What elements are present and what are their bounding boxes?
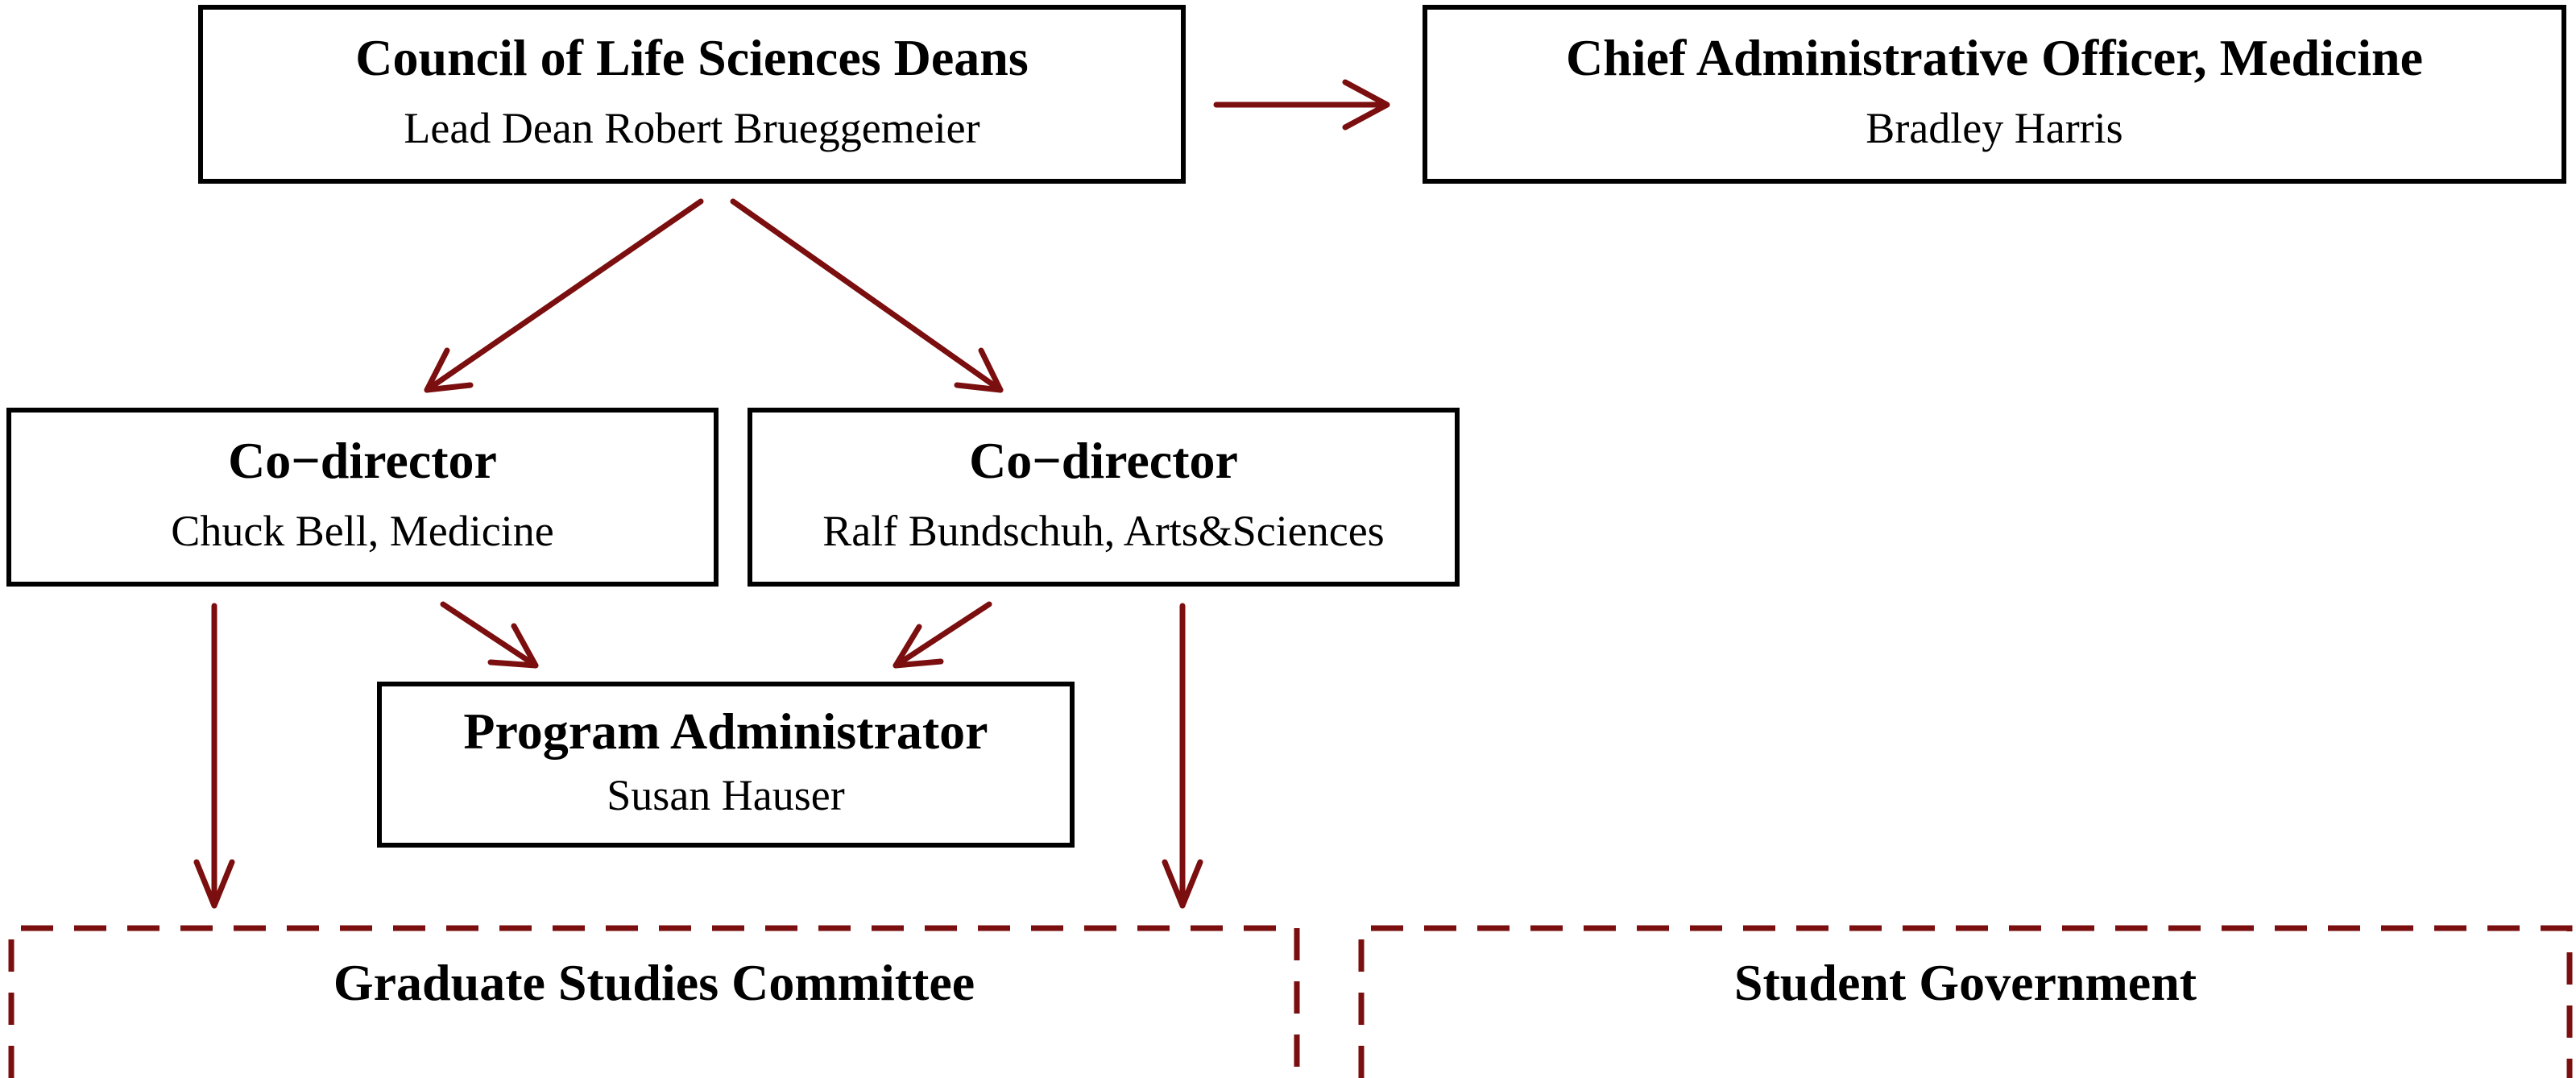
arrow-council-to-codirector-arts — [730, 198, 1004, 393]
cao-subtitle: Bradley Harris — [1866, 104, 2123, 152]
student-government-box: Student Government — [1361, 928, 2570, 1078]
arrow-codirector-arts-to-program-admin — [892, 601, 992, 669]
cao-box: Chief Administrative Officer, Medicine B… — [1423, 5, 2566, 184]
council-box: Council of Life Sciences Deans Lead Dean… — [198, 5, 1186, 184]
arrow-codirector-medicine-to-program-admin — [440, 601, 539, 669]
council-title: Council of Life Sciences Deans — [355, 29, 1029, 86]
program-admin-box: Program Administrator Susan Hauser — [377, 682, 1075, 848]
program-admin-subtitle: Susan Hauser — [607, 771, 845, 819]
student-government-dashed-border — [1358, 925, 2573, 1078]
program-admin-title: Program Administrator — [463, 703, 988, 760]
graduate-committee-dashed-border — [8, 925, 1300, 1078]
council-subtitle: Lead Dean Robert Brueggemeier — [404, 104, 980, 152]
codirector-medicine-title: Co−director — [228, 432, 497, 489]
graduate-committee-title: Graduate Studies Committee — [333, 954, 975, 1011]
student-government-title: Student Government — [1733, 954, 2197, 1011]
arrow-codirector-medicine-to-graduate-committee — [193, 603, 235, 909]
graduate-committee-box: Graduate Studies Committee — [11, 928, 1297, 1078]
codirector-medicine-subtitle: Chuck Bell, Medicine — [171, 507, 554, 555]
cao-title: Chief Administrative Officer, Medicine — [1565, 29, 2424, 86]
codirector-medicine-box: Co−director Chuck Bell, Medicine — [6, 408, 719, 587]
codirector-arts-subtitle: Ralf Bundschuh, Arts&Sciences — [822, 507, 1385, 555]
codirector-arts-box: Co−director Ralf Bundschuh, Arts&Science… — [748, 408, 1460, 587]
arrow-codirector-arts-to-graduate-committee — [1162, 603, 1203, 909]
codirector-arts-title: Co−director — [969, 432, 1238, 489]
arrow-council-to-cao — [1213, 79, 1390, 131]
arrow-council-to-codirector-medicine — [424, 198, 704, 393]
